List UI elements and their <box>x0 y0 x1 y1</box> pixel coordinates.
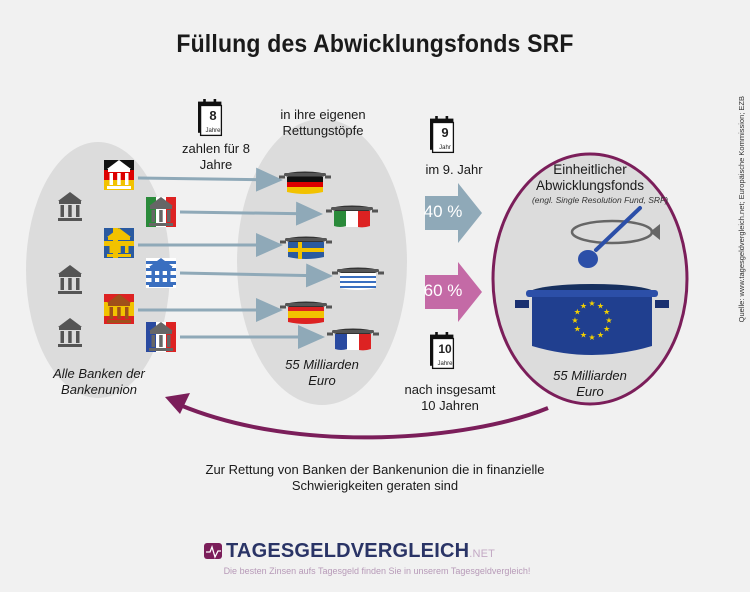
fund-subtitle: (engl. Single Resolution Fund, SRF) <box>531 195 669 205</box>
return-arrow <box>179 403 549 440</box>
eu-star-icon: ★ <box>574 308 581 317</box>
payment-arrows <box>137 167 333 349</box>
eu-star-icon: ★ <box>597 331 604 340</box>
transfer-1-label: im 9. Jahr <box>425 162 483 177</box>
pot-germany <box>277 170 333 194</box>
pot-greece <box>330 266 386 290</box>
pot-france <box>325 327 381 351</box>
pot-sweden <box>278 235 334 259</box>
transfer-2-percent: 60 % <box>423 281 463 300</box>
eu-star-icon: ★ <box>580 331 587 340</box>
eu-star-icon: ★ <box>605 316 612 325</box>
eu-star-icon: ★ <box>580 301 587 310</box>
fund-amount: 55 Milliarden Euro <box>553 368 627 399</box>
bank-icon-germany <box>104 160 134 190</box>
eu-pot <box>515 284 669 355</box>
eu-star-icon: ★ <box>603 325 610 334</box>
brand-tld: .NET <box>469 548 496 560</box>
brand-name[interactable]: TAGESGELDVERGLEICH.NET <box>226 540 496 562</box>
bank-icon-sweden <box>104 228 134 258</box>
pot-spain <box>278 300 334 324</box>
eu-star-icon: ★ <box>588 333 595 342</box>
return-caption: Zur Rettung von Banken der Bankenunion d… <box>205 462 545 493</box>
bank-icon-greece <box>146 258 176 288</box>
bank-icon-france <box>146 322 176 352</box>
pots-heading: in ihre eigenen Rettungstöpfe <box>280 107 366 138</box>
eu-stars: ★★★★★★★★★★★★ <box>571 299 612 342</box>
eu-star-icon: ★ <box>571 316 578 325</box>
pots-amount: 55 Milliarden Euro <box>285 357 359 388</box>
bank-icon-spain <box>104 294 134 324</box>
transfer-2-label: nach insgesamt 10 Jahren <box>404 382 496 413</box>
brand-tagline: Die besten Zinsen aufs Tagesgeld finden … <box>223 566 531 576</box>
pot-italy <box>324 204 380 228</box>
transfer-1-percent: 40 % <box>423 202 463 221</box>
eu-star-icon: ★ <box>597 301 604 310</box>
eu-star-icon: ★ <box>574 325 581 334</box>
page-title: Füllung des Abwicklungsfonds SRF <box>176 30 574 58</box>
return-arrow-head <box>165 393 190 414</box>
eu-star-icon: ★ <box>588 299 595 308</box>
eu-star-icon: ★ <box>603 308 610 317</box>
bank-icon-italy <box>146 197 176 227</box>
transfer-arrow-40 <box>425 183 482 243</box>
pay-label: zahlen für 8 Jahre <box>182 141 250 172</box>
transfer-arrow-60 <box>425 262 482 322</box>
fund-title: Einheitlicher Abwicklungsfonds <box>535 162 645 193</box>
ladle-icon <box>570 206 660 268</box>
banks-caption: Alle Banken der Bankenunion <box>53 366 145 397</box>
